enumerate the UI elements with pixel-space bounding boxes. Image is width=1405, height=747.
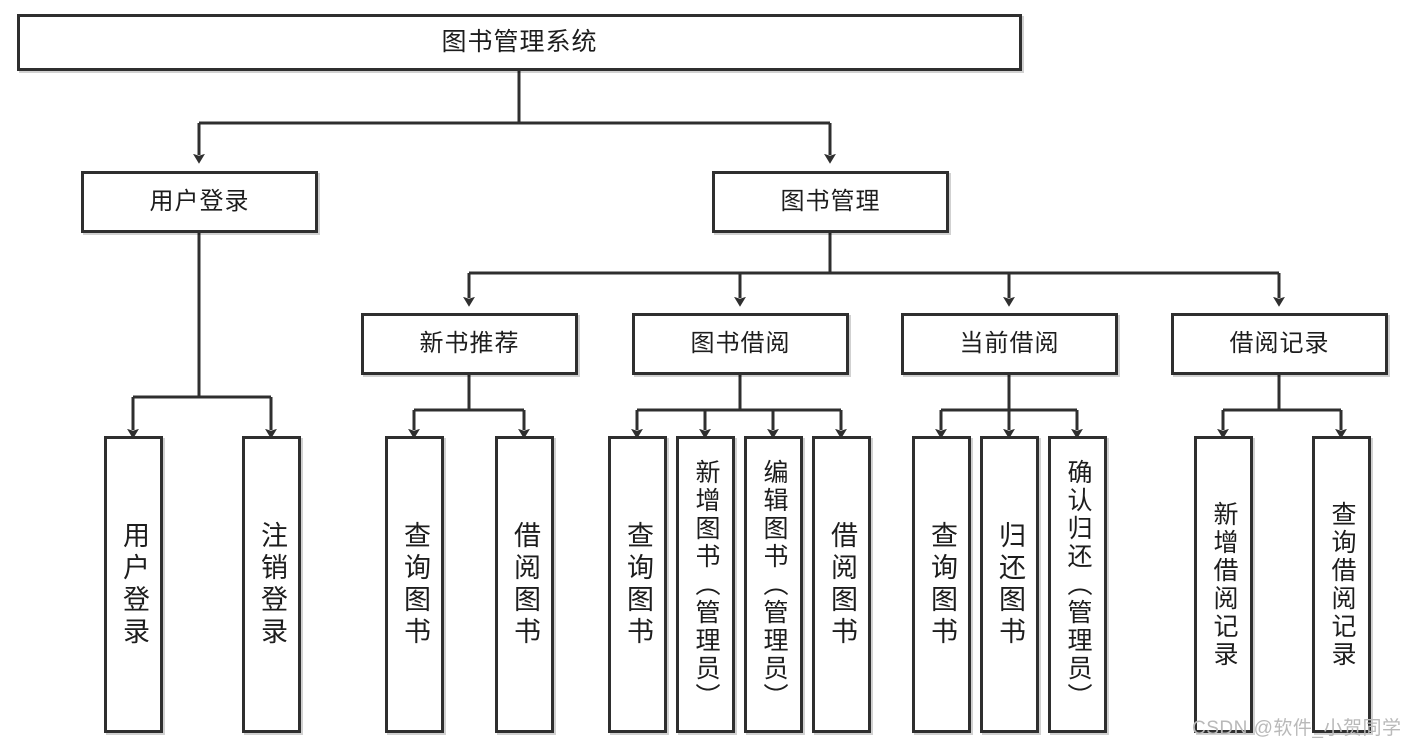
node-label: 新书推荐: [419, 329, 520, 357]
node-leaf-confirm-return-admin[interactable]: 确认归还（管理员）: [1048, 436, 1107, 733]
node-label: 借阅图书: [510, 520, 540, 649]
node-leaf-user-login[interactable]: 用户登录: [104, 436, 163, 733]
node-leaf-add-book-admin[interactable]: 新增图书（管理员）: [676, 436, 735, 733]
node-new-book-recommend[interactable]: 新书推荐: [361, 313, 578, 375]
node-root-system[interactable]: 图书管理系统: [17, 14, 1022, 71]
node-label: 图书管理: [780, 187, 881, 215]
node-leaf-return-book[interactable]: 归还图书: [980, 436, 1039, 733]
node-leaf-query-book-2[interactable]: 查询图书: [608, 436, 667, 733]
node-book-borrow[interactable]: 图书借阅: [632, 313, 849, 375]
node-label: 确认归还（管理员）: [1064, 458, 1092, 711]
node-label: 归还图书: [995, 520, 1025, 649]
node-leaf-query-book-1[interactable]: 查询图书: [385, 436, 444, 733]
node-label: 查询借阅记录: [1328, 500, 1356, 669]
node-label: 图书借阅: [690, 329, 791, 357]
node-leaf-add-borrow-record[interactable]: 新增借阅记录: [1194, 436, 1253, 733]
node-borrow-record[interactable]: 借阅记录: [1171, 313, 1388, 375]
node-leaf-edit-book-admin[interactable]: 编辑图书（管理员）: [744, 436, 803, 733]
node-book-management[interactable]: 图书管理: [712, 171, 949, 233]
node-leaf-borrow-book-2[interactable]: 借阅图书: [812, 436, 871, 733]
node-leaf-logout-login[interactable]: 注销登录: [242, 436, 301, 733]
node-label: 借阅记录: [1229, 329, 1330, 357]
node-label: 用户登录: [149, 187, 250, 215]
node-label: 新增图书（管理员）: [692, 458, 720, 711]
node-label: 图书管理系统: [441, 27, 598, 56]
node-label: 用户登录: [119, 520, 149, 649]
node-user-login[interactable]: 用户登录: [81, 171, 318, 233]
node-label: 查询图书: [400, 520, 430, 649]
node-label: 编辑图书（管理员）: [760, 458, 788, 711]
node-label: 查询图书: [927, 520, 957, 649]
node-leaf-query-borrow-record[interactable]: 查询借阅记录: [1312, 436, 1371, 733]
node-label: 新增借阅记录: [1210, 500, 1238, 669]
csdn-watermark: CSDN @软件_小贺同学: [1192, 718, 1402, 739]
node-leaf-query-book-3[interactable]: 查询图书: [912, 436, 971, 733]
node-leaf-borrow-book-1[interactable]: 借阅图书: [495, 436, 554, 733]
node-current-borrow[interactable]: 当前借阅: [901, 313, 1118, 375]
node-label: 注销登录: [257, 520, 287, 649]
node-label: 当前借阅: [959, 329, 1060, 357]
node-label: 借阅图书: [827, 520, 857, 649]
node-label: 查询图书: [623, 520, 653, 649]
